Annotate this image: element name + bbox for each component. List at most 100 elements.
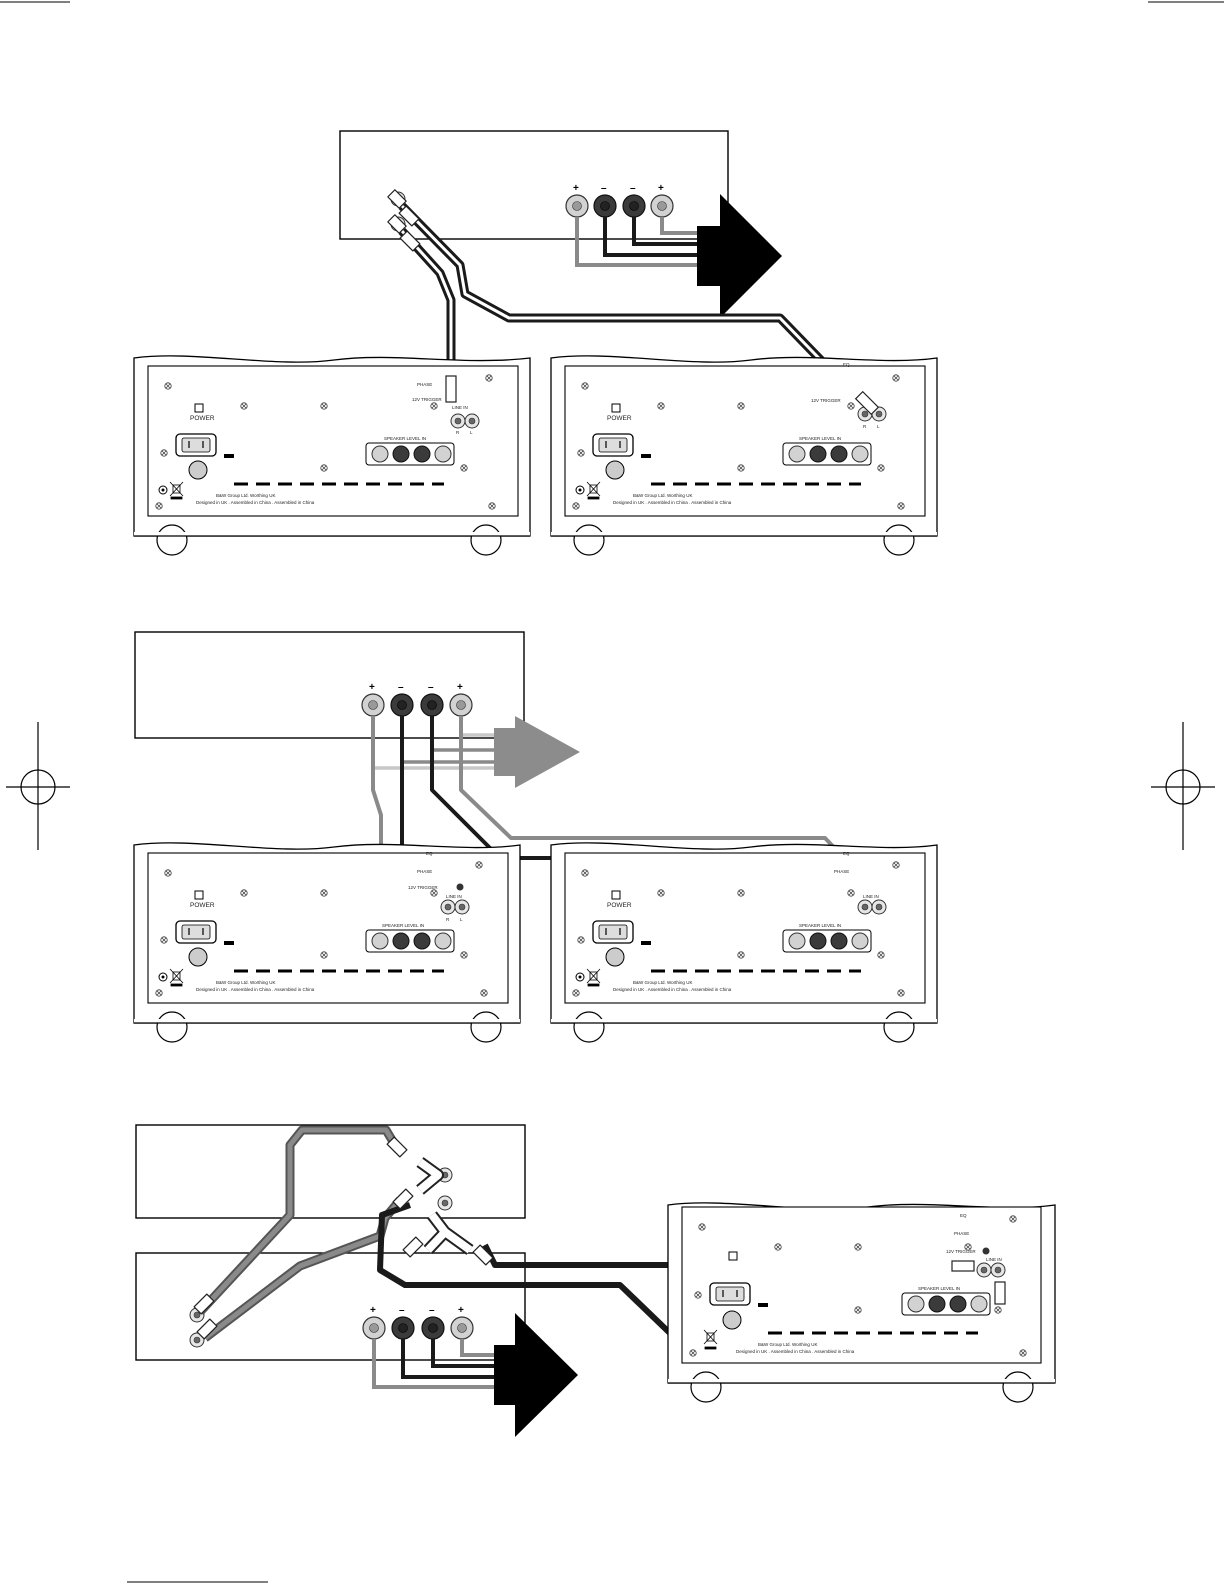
maker-label: B&W Group Ltd. Worthing UK — [633, 980, 692, 985]
iec-mains-socket-icon — [592, 433, 634, 457]
speaker-output-cables — [575, 217, 700, 267]
ground-screw-icon — [158, 972, 168, 982]
amp-speaker-terminals: + – – + — [565, 183, 674, 218]
iec-mains-socket-icon — [592, 920, 634, 944]
power-switch-icon — [194, 890, 204, 900]
iec-mains-socket-icon — [175, 433, 217, 457]
iec-mains-socket-icon — [175, 920, 217, 944]
fuse-holder — [605, 947, 625, 967]
foot-icon — [470, 524, 502, 556]
r-label: R — [863, 424, 867, 429]
trigger-label: 12V TRIGGER — [412, 397, 442, 402]
l-label: L — [877, 424, 880, 429]
ground-screw-icon — [575, 972, 585, 982]
terminal-sign: + — [458, 1305, 464, 1316]
fuse-icon — [224, 454, 234, 458]
phase-label: PHASE — [954, 1231, 969, 1236]
subwoofer-1b: POWER B&W Group Ltd. Worthing UK Designe… — [550, 355, 938, 556]
subwoofer-2a: POWER B&W Group Ltd. Worthing UK Designe… — [133, 842, 521, 1043]
speaker-level-in-label: SPEAKER LEVEL IN — [384, 436, 426, 441]
made-label: Designed in UK . Assembled in China . As… — [196, 987, 315, 992]
fuse-icon — [758, 1303, 768, 1307]
terminal-sign: – — [429, 1305, 435, 1316]
foot-icon — [690, 1371, 722, 1403]
foot-icon — [573, 524, 605, 556]
crossed-bin-icon — [586, 968, 601, 987]
subwoofer-2b: POWER B&W Group Ltd. Worthing UK Designe… — [550, 842, 938, 1043]
ground-screw-icon — [158, 485, 168, 495]
terminal-sign: – — [630, 183, 636, 194]
registration-mark-icon — [6, 722, 70, 850]
r-label: R — [456, 430, 460, 435]
power-label: POWER — [607, 902, 632, 909]
speaker-output-arrow-icon — [494, 1313, 578, 1437]
amp-speaker-terminals: + – – + — [362, 1305, 474, 1340]
amplifier-box — [134, 631, 525, 739]
line-in-label: LINE IN — [452, 405, 468, 410]
made-label: Designed in UK . Assembled in China . As… — [613, 500, 732, 505]
crossed-bin-icon — [169, 968, 184, 987]
eq-label: EQ — [843, 362, 850, 367]
l-label: L — [470, 430, 473, 435]
power-switch-icon — [611, 890, 621, 900]
speaker-level-in-label: SPEAKER LEVEL IN — [799, 923, 841, 928]
registration-mark-icon — [1151, 722, 1215, 850]
power-switch-icon — [611, 403, 621, 413]
eq-label: EQ — [960, 1213, 967, 1218]
terminal-sign: + — [369, 682, 375, 693]
speaker-output-cables — [372, 1339, 500, 1389]
foot-icon — [156, 1011, 188, 1043]
amp-speaker-terminals: + – – + — [361, 682, 473, 717]
diagram-1-line-level-and-speaker: + – – + — [339, 130, 877, 440]
maker-label: B&W Group Ltd. Worthing UK — [216, 493, 275, 498]
fuse-icon — [224, 941, 234, 945]
line-in-label: LINE IN — [863, 894, 879, 899]
foot-icon — [573, 1011, 605, 1043]
power-switch-icon — [728, 1251, 738, 1261]
crossed-bin-icon — [586, 481, 601, 500]
terminal-sign: + — [573, 183, 579, 194]
foot-icon — [156, 524, 188, 556]
sub3-input-plugs — [951, 1260, 1006, 1305]
speaker-output-arrow-icon — [494, 716, 580, 788]
fuse-holder — [188, 947, 208, 967]
l-label: L — [460, 917, 463, 922]
foot-icon — [883, 1011, 915, 1043]
made-label: Designed in UK . Assembled in China . As… — [613, 987, 732, 992]
trigger-label: 12V TRIGGER — [408, 885, 438, 890]
made-label: Designed in UK . Assembled in China . As… — [196, 500, 315, 505]
maker-label: B&W Group Ltd. Worthing UK — [758, 1342, 817, 1347]
terminal-sign: – — [398, 682, 404, 693]
terminal-sign: + — [370, 1305, 376, 1316]
fuse-icon — [641, 454, 651, 458]
phase-label: PHASE — [834, 869, 849, 874]
crossed-bin-icon — [169, 481, 184, 500]
made-label: Designed in UK . Assembled in China . As… — [736, 1349, 855, 1354]
terminal-sign: + — [457, 682, 463, 693]
line-in-label: LINE IN — [446, 894, 462, 899]
trigger-label: 12V TRIGGER — [946, 1249, 976, 1254]
sub-input-plugs — [445, 375, 880, 416]
foot-icon — [883, 524, 915, 556]
power-label: POWER — [190, 902, 215, 909]
power-label: POWER — [190, 415, 215, 422]
ground-screw-icon — [575, 485, 585, 495]
fuse-holder — [722, 1310, 742, 1330]
eq-label: EQ — [426, 851, 433, 856]
crossed-bin-icon — [703, 1329, 718, 1350]
speaker-level-in-label: SPEAKER LEVEL IN — [382, 923, 424, 928]
subwoofer-3: B&W Group Ltd. Worthing UK Designed in U… — [667, 1202, 1056, 1403]
terminal-sign: – — [399, 1305, 405, 1316]
maker-label: B&W Group Ltd. Worthing UK — [633, 493, 692, 498]
fuse-holder — [605, 460, 625, 480]
speaker-level-in-label: SPEAKER LEVEL IN — [918, 1286, 960, 1291]
iec-mains-socket-icon — [709, 1282, 751, 1306]
foot-icon — [470, 1011, 502, 1043]
fuse-icon — [641, 941, 651, 945]
r-label: R — [446, 917, 450, 922]
terminal-sign: – — [428, 682, 434, 693]
power-label: POWER — [607, 415, 632, 422]
trigger-label: 12V TRIGGER — [811, 398, 841, 403]
preamp-box — [135, 1124, 526, 1219]
